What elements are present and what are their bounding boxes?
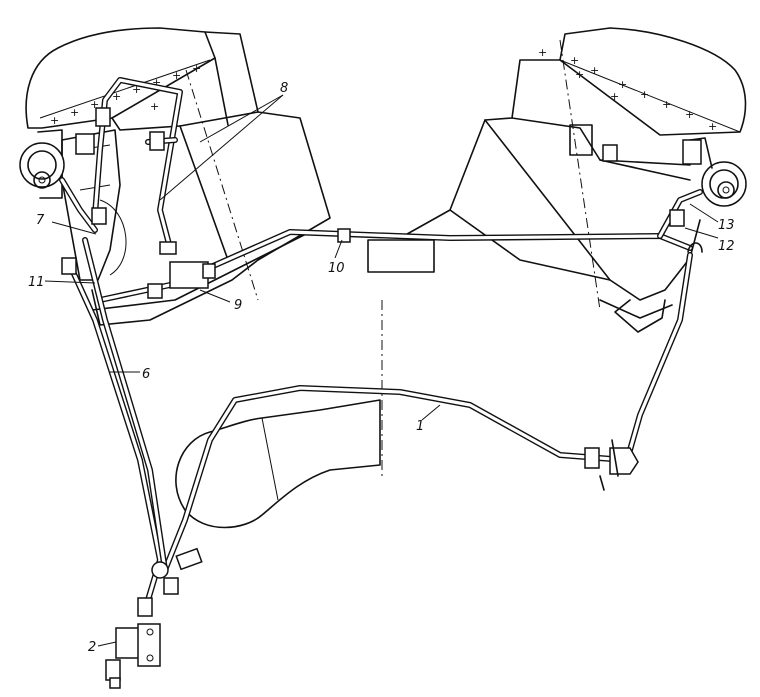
right-cover-marks: + + + + + + + + + + — [538, 46, 717, 133]
fittings — [61, 107, 703, 689]
callout-7: 7 — [36, 213, 45, 228]
master-cylinder-unit — [105, 623, 161, 689]
svg-text:+: + — [685, 108, 694, 121]
svg-text:+: + — [610, 90, 619, 103]
svg-text:+: + — [172, 69, 181, 82]
svg-text:+: + — [112, 90, 121, 103]
svg-text:+: + — [192, 62, 201, 75]
svg-text:+: + — [590, 64, 599, 77]
svg-text:+: + — [662, 98, 671, 111]
bell-housing — [175, 399, 381, 529]
callout-labels: 8 7 11 6 9 10 1 13 12 2 — [28, 81, 735, 655]
svg-text:+: + — [90, 98, 99, 111]
svg-text:+: + — [70, 106, 79, 119]
callout-2: 2 — [88, 640, 96, 655]
svg-text:+: + — [570, 54, 579, 67]
leader-lines — [44, 94, 719, 647]
svg-text:+: + — [50, 114, 59, 127]
svg-text:+: + — [575, 68, 584, 81]
callout-11: 11 — [28, 275, 45, 290]
svg-text:+: + — [538, 46, 547, 59]
callout-6: 6 — [142, 367, 150, 382]
right-cylinder-bank: + + + + + + + + + + — [449, 27, 747, 333]
callout-1: 1 — [416, 419, 424, 434]
svg-text:+: + — [708, 120, 717, 133]
svg-text:+: + — [152, 76, 161, 89]
callout-9: 9 — [234, 298, 242, 313]
svg-text:+: + — [618, 78, 627, 91]
svg-text:+: + — [640, 88, 649, 101]
callout-8: 8 — [280, 81, 288, 96]
svg-text:+: + — [150, 100, 159, 113]
callout-12: 12 — [718, 239, 735, 254]
right-banjo-fitting — [701, 161, 747, 207]
left-banjo-fitting — [19, 142, 65, 189]
callout-10: 10 — [328, 261, 345, 276]
callout-13: 13 — [718, 218, 735, 233]
svg-text:+: + — [132, 83, 141, 96]
